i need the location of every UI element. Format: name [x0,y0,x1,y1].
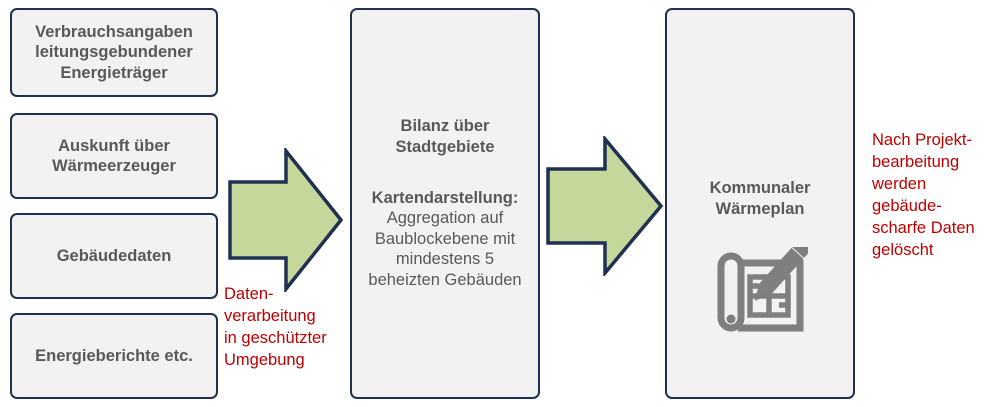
source-box-label: Auskunft über Wärmeerzeuger [52,136,176,175]
processing-sub-body: Aggregation auf Baublockebene mit mindes… [368,209,522,290]
output-title: Kommunaler Wärmeplan [709,179,811,219]
output-box: Kommunaler Wärmeplan [665,8,855,399]
annotation-deletion-note: Nach Projekt- bearbeitung werden gebäude… [872,131,975,259]
processing-title: Bilanz über Stadtgebiete [395,117,495,156]
source-box-energieberichte: Energieberichte etc. [10,313,218,399]
blueprint-pencil-icon [712,238,812,342]
processing-box: Bilanz über Stadtgebiete Kartendarstellu… [350,8,540,399]
source-box-verbrauchsangaben: Verbrauchsangaben leitungsgebundener Ene… [10,8,218,97]
arrow-processing-to-plan-icon [546,134,664,278]
annotation-processing-note: Daten- verarbeitung in geschützter Umgeb… [224,285,327,369]
source-box-label: Energieberichte etc. [35,346,193,365]
source-box-label: Gebäudedaten [56,246,172,265]
arrow-sources-to-processing-icon [228,145,344,295]
processing-sub-heading: Kartendarstellung: [371,188,519,207]
source-box-auskunft-waermeerzeuger: Auskunft über Wärmeerzeuger [10,113,218,199]
source-box-label: Verbrauchsangaben leitungsgebundener Ene… [35,23,193,82]
source-box-gebaeudedaten: Gebäudedaten [10,213,218,299]
